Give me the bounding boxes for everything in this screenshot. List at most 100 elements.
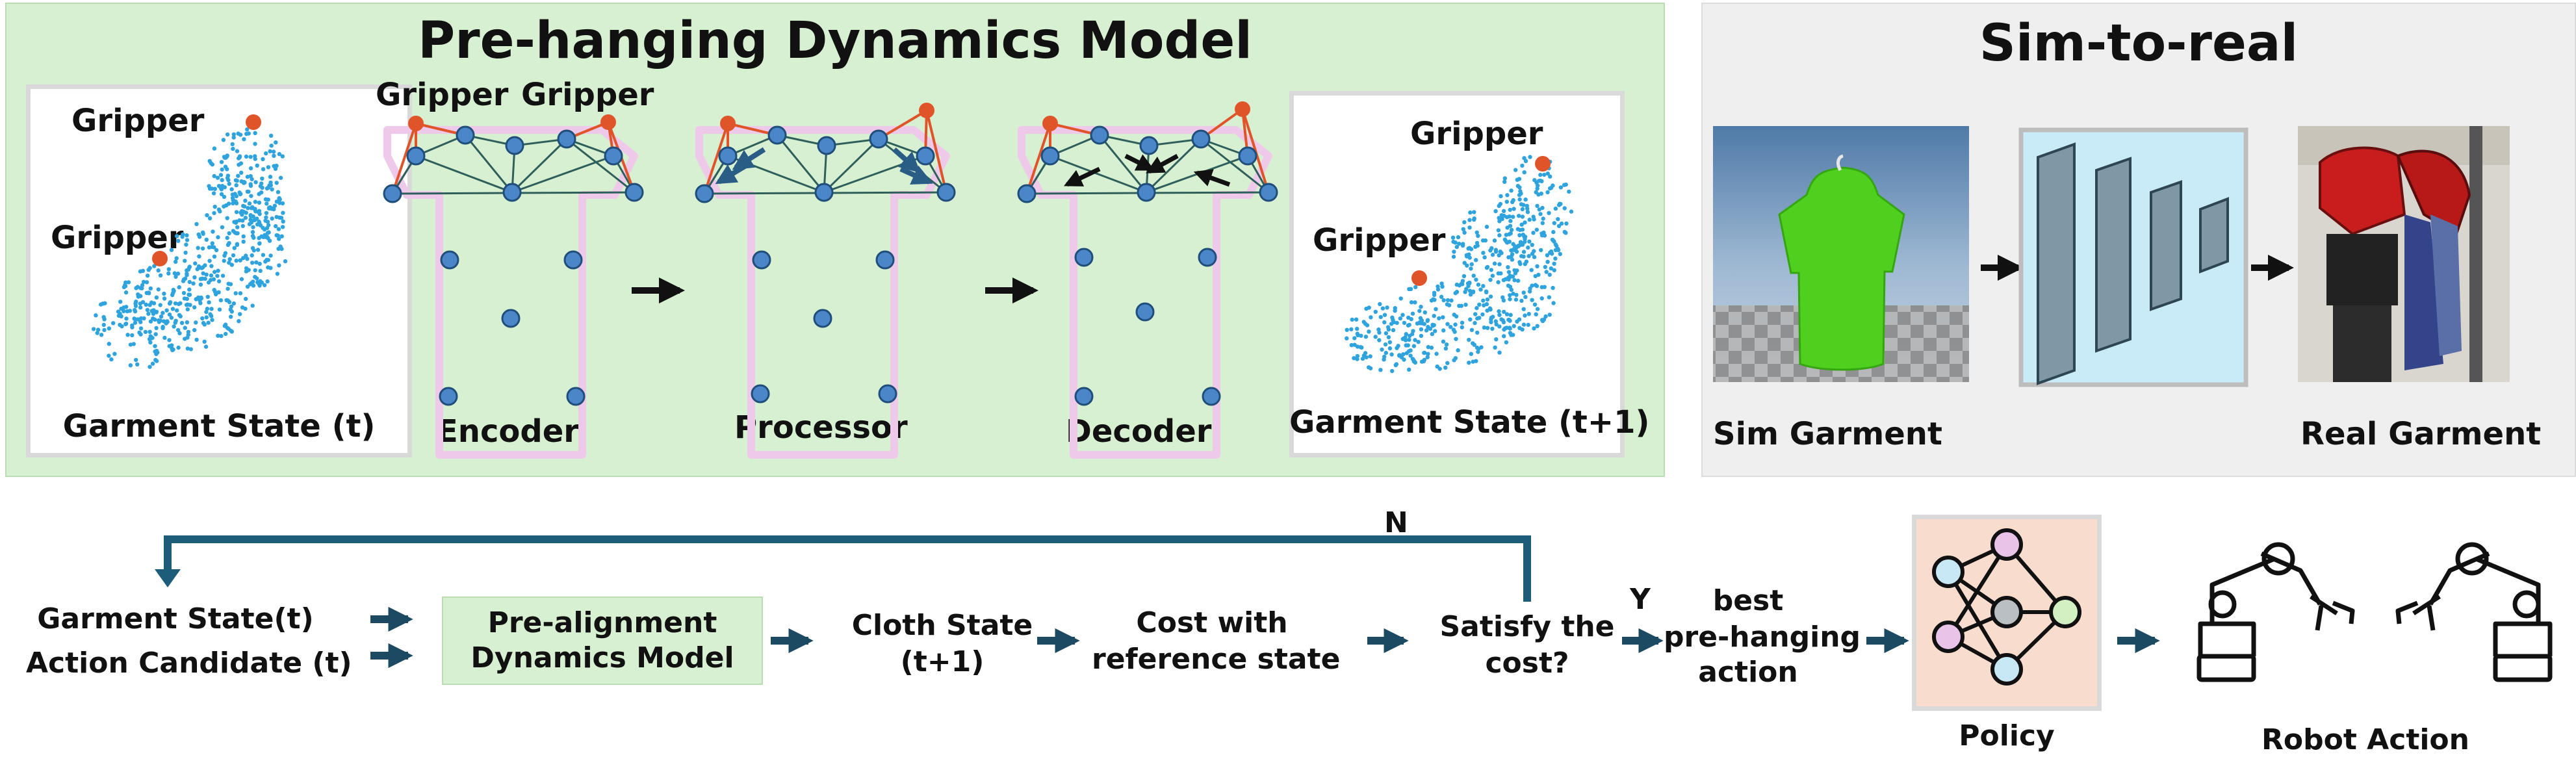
cloud-point — [229, 329, 234, 334]
cloud-point — [216, 268, 220, 273]
cloud-point — [1523, 294, 1528, 300]
cloud-point — [1528, 286, 1532, 291]
cloud-point — [148, 319, 153, 324]
cloud-point — [1363, 335, 1369, 339]
cloud-point — [213, 186, 217, 191]
cloud-point — [154, 295, 159, 300]
cloud-point — [243, 306, 248, 311]
cloud-point — [203, 276, 207, 281]
cloud-point — [264, 201, 269, 206]
cloud-point — [1355, 357, 1359, 361]
cloud-point — [244, 296, 248, 302]
cloud-point — [269, 207, 274, 211]
cloud-point — [1545, 171, 1550, 176]
cloud-point — [176, 327, 181, 333]
cloud-point — [241, 239, 246, 244]
cloud-point — [1511, 214, 1515, 219]
cloud-point — [1523, 159, 1528, 163]
cloud-point — [1360, 356, 1365, 361]
cloud-point — [1551, 183, 1555, 188]
cloud-point — [1467, 289, 1473, 293]
cloud-point — [1513, 297, 1519, 302]
decoder-graph — [1017, 101, 1278, 455]
cloud-point — [201, 271, 205, 276]
garment-state-t1-box — [1289, 91, 1625, 457]
cloud-point — [1499, 213, 1504, 218]
cloud-point — [266, 165, 271, 170]
cloud-point — [1532, 302, 1538, 307]
cloud-point — [243, 198, 248, 203]
cloud-point — [1535, 264, 1539, 268]
cloud-point — [231, 301, 237, 306]
cloud-point — [227, 181, 231, 186]
cloud-point — [227, 261, 231, 265]
cloud-point — [139, 316, 144, 321]
gripper-label-t1-top: Gripper — [1410, 116, 1543, 152]
cloud-point — [1395, 346, 1399, 350]
cloud-point — [1476, 350, 1480, 354]
cloud-point — [1445, 322, 1450, 326]
cloud-point — [1504, 233, 1508, 237]
cloud-point — [1462, 274, 1467, 279]
cloud-point — [1441, 339, 1446, 344]
cloud-point — [174, 256, 179, 261]
cloud-point — [231, 132, 236, 136]
cloud-point — [193, 261, 198, 266]
gripper-label-left: Gripper — [51, 220, 184, 256]
cloud-point — [1406, 315, 1411, 320]
cloud-point — [1480, 312, 1485, 317]
cloud-point — [172, 289, 176, 293]
cloud-point — [133, 320, 138, 325]
cloud-point — [225, 216, 229, 220]
cloud-point — [157, 318, 161, 323]
cloud-point — [257, 192, 261, 196]
garment-state-t-label: Garment State (t) — [62, 408, 376, 444]
cloud-point — [239, 170, 244, 175]
cloud-point — [229, 309, 234, 314]
cloud-point — [107, 353, 111, 358]
cloud-point — [152, 264, 157, 268]
cloud-point — [1544, 270, 1549, 274]
cloud-point — [1520, 227, 1525, 232]
cloud-point — [227, 231, 231, 236]
cloud-point — [1484, 265, 1489, 270]
cloud-point — [263, 283, 267, 287]
cloud-point — [205, 213, 209, 218]
cloud-point — [151, 301, 157, 305]
cloud-point — [146, 268, 151, 272]
cloud-point — [1476, 282, 1481, 287]
cloud-point — [268, 174, 273, 179]
cloud-point — [1523, 313, 1527, 318]
cloud-point — [246, 189, 251, 194]
cloud-point — [210, 244, 214, 250]
cloud-point — [133, 317, 138, 322]
cloud-point — [1564, 221, 1569, 226]
cloud-point — [1407, 367, 1411, 372]
cloud-point — [1426, 352, 1430, 356]
cloud-point — [176, 345, 181, 350]
sim-garment-image — [1713, 126, 1969, 382]
cloud-point — [1367, 305, 1371, 310]
cloud-point — [112, 352, 117, 356]
cloud-point — [226, 281, 231, 286]
cloud-point — [161, 326, 165, 331]
cloud-point — [211, 277, 216, 281]
cloud-point — [1541, 317, 1547, 322]
cloud-point — [130, 323, 135, 327]
cloud-point — [1517, 214, 1521, 218]
cost-line-1: Cost with — [1136, 606, 1288, 639]
cloud-point — [1380, 306, 1385, 311]
cloud-point — [1431, 297, 1436, 302]
cloud-point — [1382, 354, 1387, 359]
cloud-point — [1472, 217, 1476, 222]
cloud-point — [214, 248, 219, 253]
cloud-point — [1520, 163, 1525, 168]
cloud-point — [1539, 233, 1545, 238]
cloud-point — [197, 254, 201, 259]
cloud-point — [1425, 355, 1430, 359]
cloud-point — [1511, 291, 1515, 296]
cloud-point — [1469, 266, 1473, 271]
cloud-point — [280, 201, 285, 206]
cloud-point — [1367, 365, 1371, 370]
cloud-point — [1488, 294, 1493, 299]
